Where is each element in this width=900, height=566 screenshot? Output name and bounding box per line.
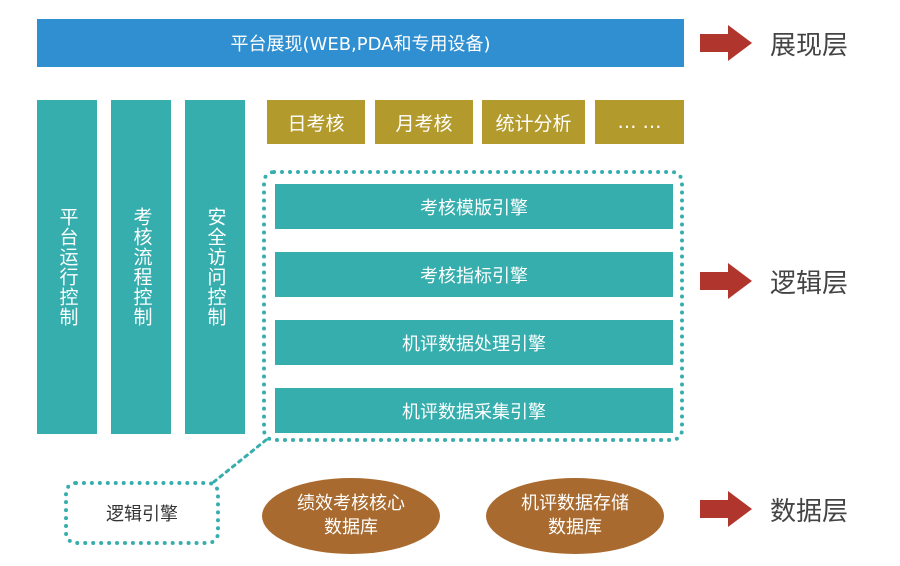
engine-label: 考核指标引擎 — [420, 265, 528, 287]
presentation-layer-label-group: 展现层 — [700, 21, 890, 65]
database-line2: 数据库 — [548, 517, 602, 538]
presentation-bar: 平台展现(WEB,PDA和专用设备) — [37, 19, 684, 67]
right-arrow-icon — [700, 263, 752, 299]
legend-label: 逻辑引擎 — [106, 504, 178, 525]
data-processing-engine: 机评数据处理引擎 — [275, 320, 673, 365]
tile-label: 统计分析 — [495, 112, 572, 135]
more-tile: … … — [595, 100, 684, 144]
database-line1: 绩效考核核心 — [297, 493, 405, 514]
control-label: 考核流程控制 — [130, 207, 153, 327]
presentation-bar-label: 平台展现(WEB,PDA和专用设备) — [230, 34, 491, 55]
database-line1: 机评数据存储 — [521, 493, 629, 514]
layer-label: 逻辑层 — [770, 268, 849, 299]
tile-label: 月考核 — [395, 112, 453, 135]
layer-label: 展现层 — [770, 30, 849, 61]
logic-layer-label-group: 逻辑层 — [700, 259, 890, 303]
platform-run-control-column: 平台运行控制 — [37, 100, 97, 434]
logic-engine-legend: 逻辑引擎 — [64, 481, 220, 545]
engine-label: 机评数据采集引擎 — [402, 401, 546, 423]
tile-label: 日考核 — [287, 112, 345, 135]
engine-group-box — [262, 170, 684, 442]
tile-label: … … — [617, 111, 662, 133]
database-line2: 数据库 — [324, 517, 378, 538]
indicator-engine: 考核指标引擎 — [275, 252, 673, 297]
statistical-analysis-tile: 统计分析 — [482, 100, 585, 144]
template-engine: 考核模版引擎 — [275, 184, 673, 229]
monthly-assessment-tile: 月考核 — [375, 100, 473, 144]
machine-eval-storage-database: 机评数据存储 数据库 — [486, 478, 664, 554]
engine-label: 机评数据处理引擎 — [402, 333, 546, 355]
data-collection-engine: 机评数据采集引擎 — [275, 388, 673, 433]
layer-label: 数据层 — [770, 496, 849, 527]
data-layer-label-group: 数据层 — [700, 487, 890, 531]
right-arrow-icon — [700, 25, 752, 61]
control-label: 平台运行控制 — [56, 207, 79, 327]
assessment-flow-control-column: 考核流程控制 — [111, 100, 171, 434]
engine-label: 考核模版引擎 — [420, 197, 528, 219]
right-arrow-icon — [700, 491, 752, 527]
security-access-control-column: 安全访问控制 — [185, 100, 245, 434]
daily-assessment-tile: 日考核 — [267, 100, 365, 144]
core-assessment-database: 绩效考核核心 数据库 — [262, 478, 440, 554]
control-label: 安全访问控制 — [204, 207, 227, 327]
